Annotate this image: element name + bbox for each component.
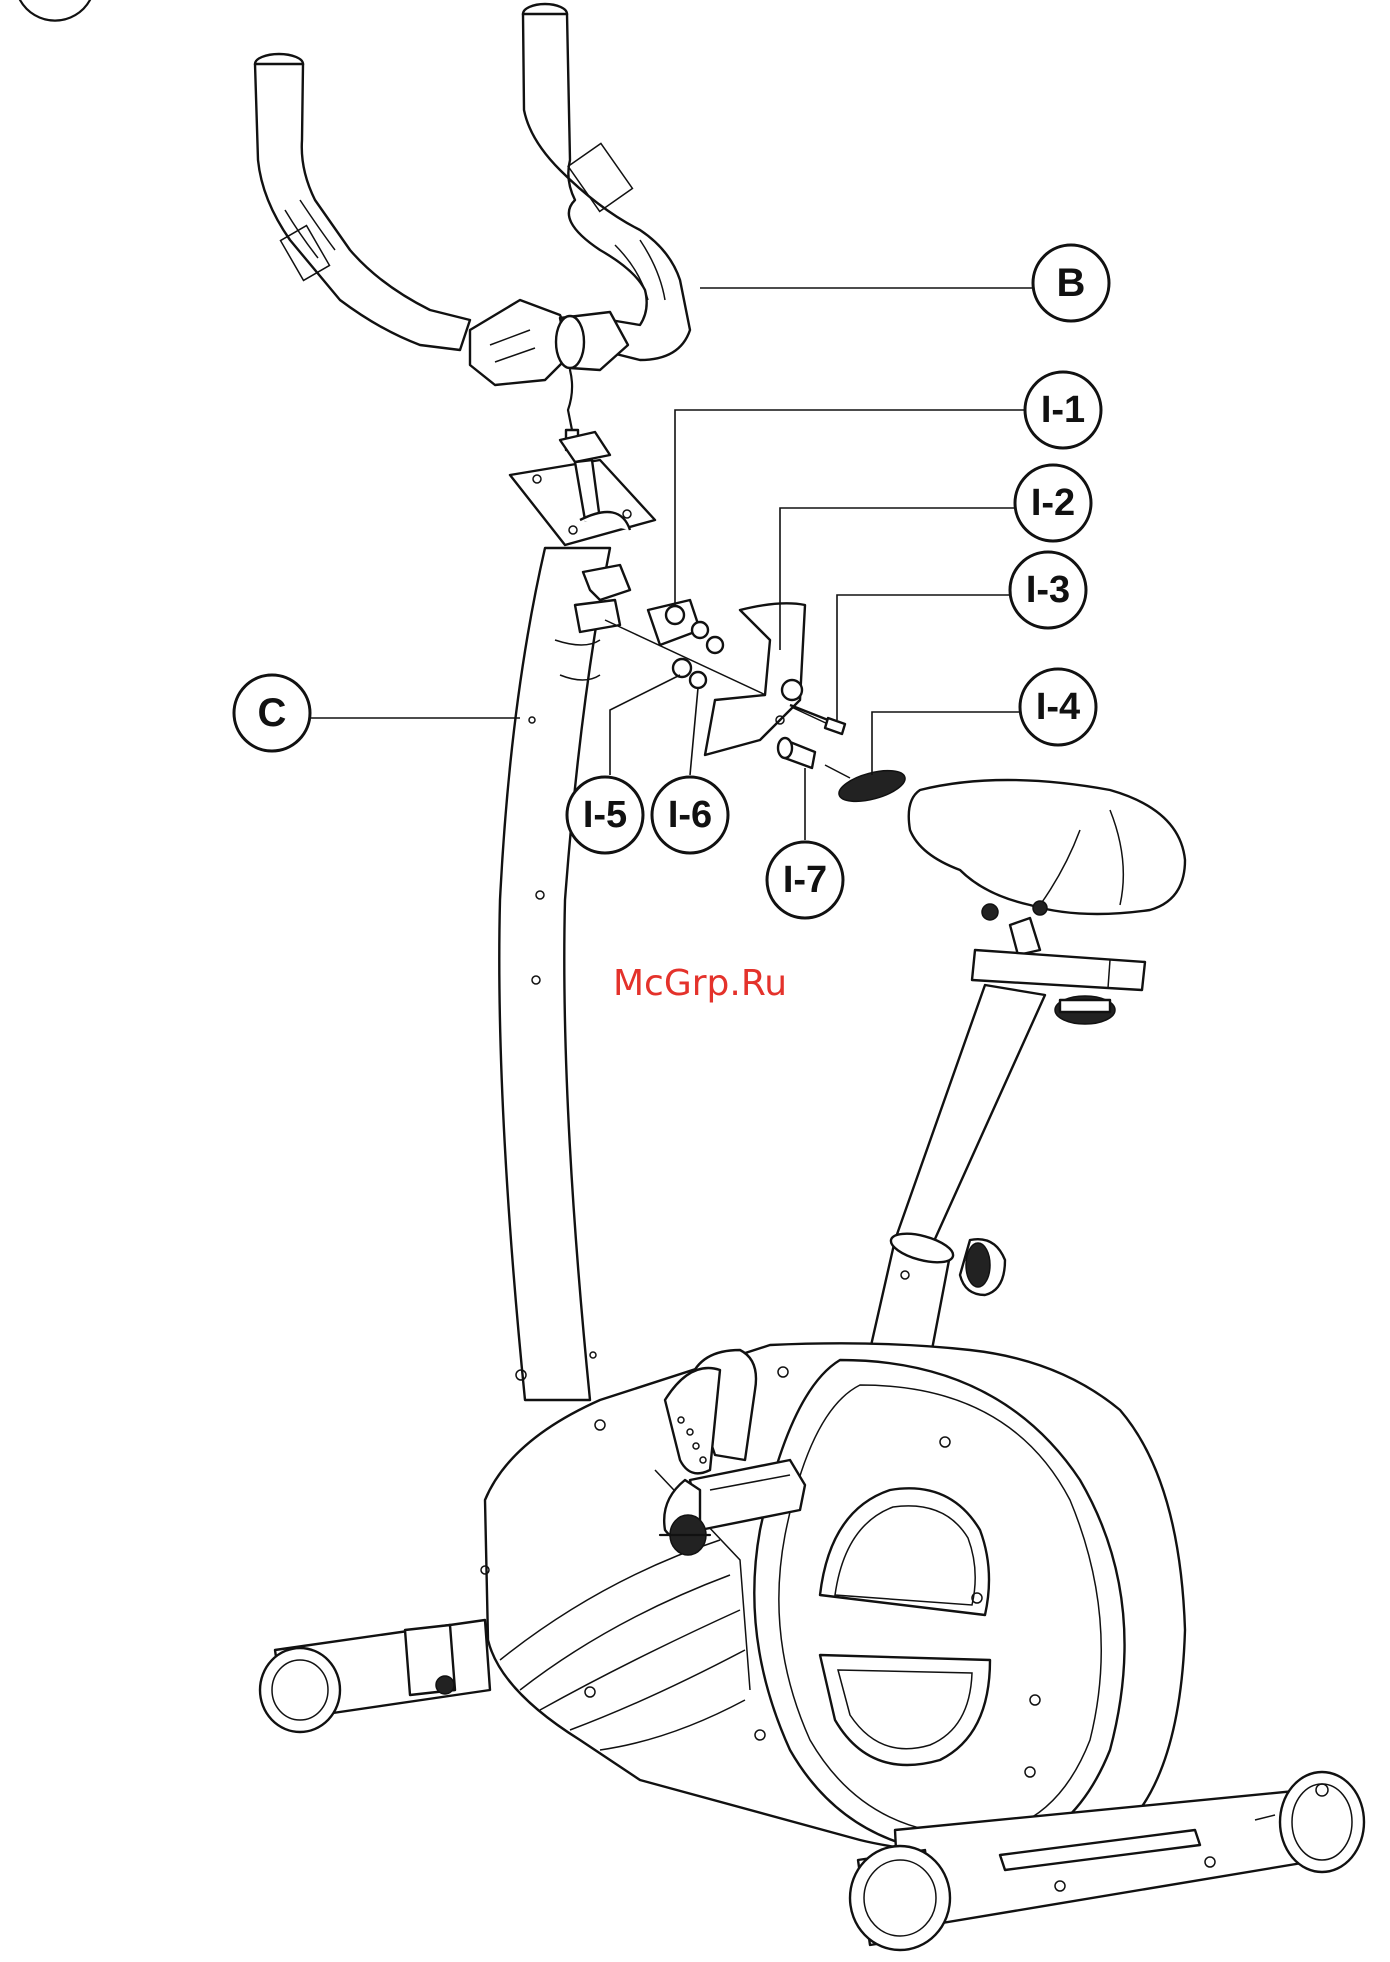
callout-c: C [234, 675, 520, 751]
svg-text:I-7: I-7 [783, 859, 827, 901]
svg-text:I-5: I-5 [583, 794, 627, 836]
cropped-callout-circle [20, 0, 90, 21]
callout-b: B [700, 245, 1109, 321]
front-stabilizer [260, 1620, 490, 1732]
svg-text:C: C [258, 691, 287, 735]
flywheel-housing [481, 1343, 1185, 1862]
svg-text:B: B [1057, 261, 1086, 305]
seat [909, 780, 1185, 1024]
svg-text:I-1: I-1 [1041, 389, 1085, 431]
seat-post [870, 985, 1045, 1360]
handlebar-mounting-plate [510, 432, 655, 545]
svg-text:I-6: I-6 [668, 794, 712, 836]
callout-i7: I-7 [767, 768, 843, 918]
watermark-text: McGrp.Ru [613, 963, 787, 1004]
handlebar [255, 4, 690, 450]
computer-bracket-parts [575, 565, 908, 807]
svg-text:I-3: I-3 [1026, 569, 1070, 611]
callout-i4: I-4 [872, 669, 1096, 775]
svg-text:I-2: I-2 [1031, 482, 1075, 524]
front-post-tube [499, 548, 610, 1400]
svg-text:I-4: I-4 [1036, 686, 1080, 728]
